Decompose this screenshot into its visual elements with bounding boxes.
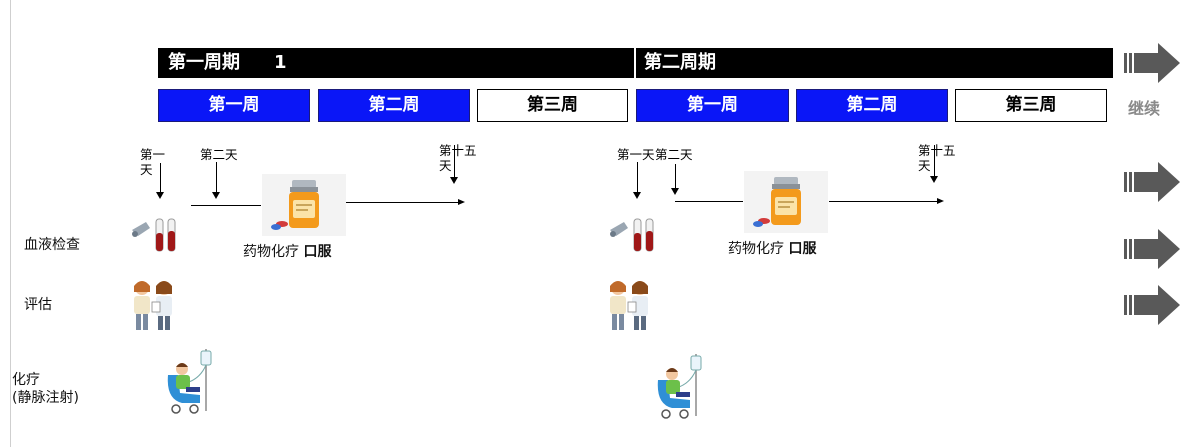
- cycle-1-bar: 第一周期 1: [158, 48, 634, 78]
- day-2-marker-line: [216, 162, 217, 192]
- day-1-arrowhead: [156, 192, 164, 199]
- week-box-c2-w2: 第二周: [796, 89, 948, 122]
- oral-chemo-line-left: [191, 205, 261, 206]
- iv-infusion-patient-icon: [650, 350, 706, 420]
- continue-label: 继续: [1128, 99, 1161, 118]
- day-15-arrowhead: [450, 177, 458, 184]
- block-arrow-right-icon: [1124, 160, 1182, 204]
- row-label-chemo-iv: 化疗 (静脉注射): [12, 372, 79, 406]
- c2-oral-chemo-arrowhead: [937, 198, 944, 204]
- c2-day-15-arrowhead: [930, 176, 938, 183]
- c2-day-1-label: 第一天: [617, 147, 655, 162]
- day-2-label: 第二天: [200, 147, 238, 162]
- block-arrow-right-icon: [1124, 41, 1182, 85]
- doctor-patient-consultation-icon: [604, 276, 654, 336]
- c2-day-15-marker-line: [934, 145, 935, 176]
- day-15-label: 第十五 天: [439, 143, 477, 173]
- doctor-patient-consultation-icon: [128, 276, 178, 336]
- oral-chemo-label-c1: 药物化疗 口服: [243, 244, 332, 260]
- cycle-2-bar: 第二周期: [636, 48, 1113, 78]
- block-arrow-right-icon: [1124, 227, 1182, 271]
- iv-infusion-patient-icon: [160, 345, 216, 415]
- row-label-blood-test: 血液检查: [24, 237, 80, 253]
- oral-chemo-line-right: [346, 202, 458, 203]
- week-box-c1-w2: 第二周: [318, 89, 470, 122]
- day-1-marker-line: [160, 163, 161, 192]
- week-box-c1-w1: 第一周: [158, 89, 310, 122]
- week-box-c1-w3: 第三周: [477, 89, 628, 122]
- day-15-marker-line: [454, 145, 455, 177]
- c2-oral-chemo-line-right: [829, 201, 937, 202]
- left-border: [10, 0, 11, 447]
- cycle-1-number: 1: [274, 52, 287, 73]
- c2-oral-chemo-line-left: [675, 201, 743, 202]
- cycle-1-label: 第一周期: [168, 52, 240, 73]
- c2-day-2-marker-line: [675, 164, 676, 188]
- test-tubes-icon: [130, 216, 178, 256]
- c2-day-2-arrowhead: [671, 188, 679, 195]
- week-box-c2-w3: 第三周: [955, 89, 1107, 122]
- c2-day-15-label: 第十五 天: [918, 143, 956, 173]
- block-arrow-right-icon: [1124, 283, 1182, 327]
- week-box-c2-w1: 第一周: [636, 89, 789, 122]
- c2-day-1-marker-line: [637, 162, 638, 192]
- day-1-label: 第一 天: [140, 147, 166, 177]
- c2-day-1-arrowhead: [633, 192, 641, 199]
- row-label-assessment: 评估: [24, 297, 52, 313]
- oral-chemo-arrowhead: [458, 199, 465, 205]
- test-tubes-icon: [608, 216, 656, 256]
- c2-day-2-label: 第二天: [655, 147, 693, 162]
- cycle-2-label: 第二周期: [644, 52, 716, 73]
- day-2-arrowhead: [212, 192, 220, 199]
- pill-bottle-icon: [744, 171, 828, 233]
- pill-bottle-icon: [262, 174, 346, 236]
- oral-chemo-label-c2: 药物化疗 口服: [728, 241, 817, 257]
